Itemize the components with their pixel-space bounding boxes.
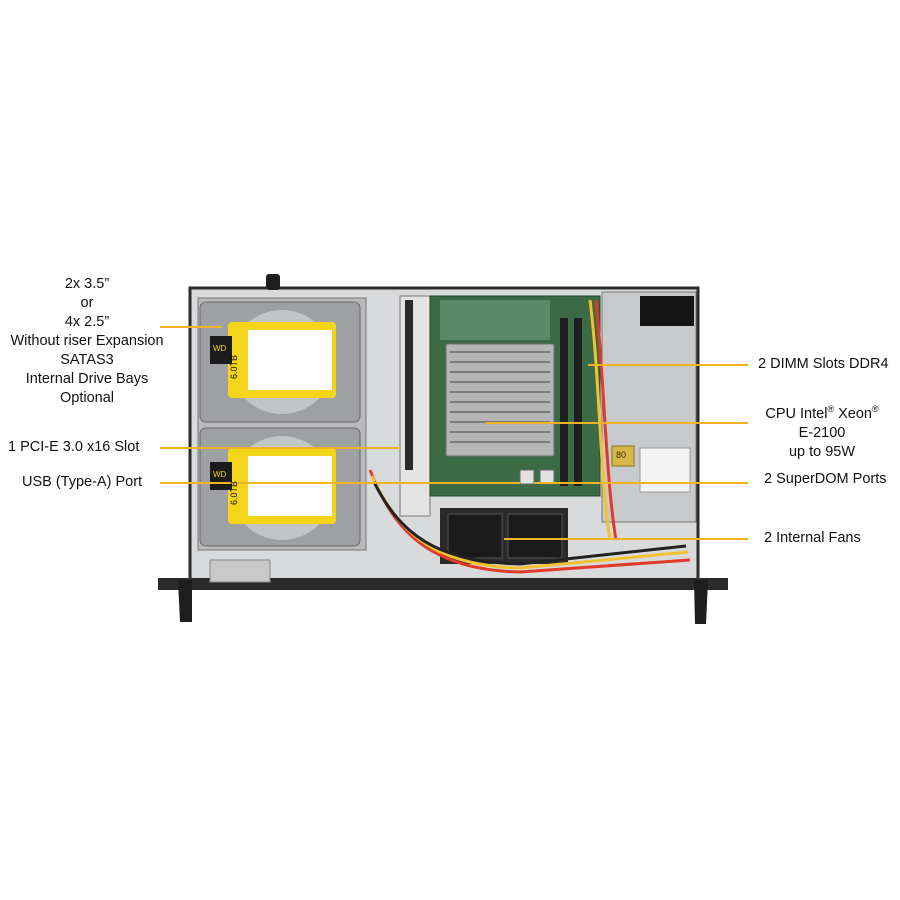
superdom-port-2 <box>539 469 555 485</box>
cable-harness <box>368 299 691 574</box>
hdd-top <box>199 301 361 423</box>
leader-usb-port <box>160 482 520 484</box>
chassis-front-flange <box>158 578 728 590</box>
pcie-slot <box>405 300 413 470</box>
cpu-line1-mid: Xeon <box>834 405 872 422</box>
hdd-bottom-brand: WD <box>213 470 227 479</box>
drive-bays-line7: Optional <box>59 390 114 406</box>
drive-bays-line3: 4x 2.5” <box>64 314 110 330</box>
internal-fans <box>440 508 568 564</box>
cpu-heatsink <box>445 343 555 457</box>
board-io-area <box>440 300 550 340</box>
leader-cpu <box>486 422 748 424</box>
thumb-screw <box>266 274 280 290</box>
left-rack-ear <box>178 580 192 622</box>
hdd-bottom <box>199 427 361 547</box>
drive-bays-line5: SATAS3 <box>60 352 114 368</box>
leader-superdom <box>534 482 748 484</box>
superdom-label: 2 SuperDOM Ports <box>764 471 887 487</box>
cpu-label: CPU Intel® Xeon® E-2100 up to 95W <box>752 400 892 462</box>
leader-pcie-slot <box>160 447 400 449</box>
hdd-top-capacity: 6.0TB <box>229 354 240 380</box>
cpu-registered-mark-2: ® <box>871 404 879 414</box>
leader-drive-bays <box>160 326 222 328</box>
psu-80plus-badge: 80 <box>616 450 627 460</box>
cpu-line1-prefix: CPU Intel <box>765 405 828 422</box>
superdom-port-1 <box>519 469 535 485</box>
front-panel-strip <box>209 559 271 583</box>
leader-dimm-slots <box>588 364 748 366</box>
drive-bays-line1: 2x 3.5” <box>64 276 110 292</box>
drive-bays-line2: or <box>80 295 94 311</box>
dimm-slot-2 <box>574 318 582 486</box>
dimm-slots-label: 2 DIMM Slots DDR4 <box>758 356 889 372</box>
hdd-top-brand: WD <box>213 344 227 353</box>
usb-port-label: USB (Type-A) Port <box>22 474 143 490</box>
cpu-line3: up to 95W <box>788 443 856 460</box>
cpu-registered-mark-1: ® <box>827 404 835 414</box>
pcie-slot-label: 1 PCI-E 3.0 x16 Slot <box>8 439 140 455</box>
cpu-line2: E-2100 <box>798 424 846 441</box>
drive-bays-line6: Internal Drive Bays <box>25 371 149 387</box>
hdd-bottom-capacity: 6.0TB <box>229 480 240 506</box>
dimm-slot-1 <box>560 318 568 486</box>
leader-fans <box>504 538 748 540</box>
power-supply <box>601 291 697 523</box>
fans-label: 2 Internal Fans <box>764 530 861 546</box>
drive-bays-label: 2x 3.5” or 4x 2.5” Without riser Expansi… <box>0 275 174 408</box>
right-rack-ear <box>694 580 708 624</box>
cpu-line1: CPU Intel® Xeon® <box>752 400 892 424</box>
drive-bays-line4: Without riser Expansion <box>10 333 164 349</box>
